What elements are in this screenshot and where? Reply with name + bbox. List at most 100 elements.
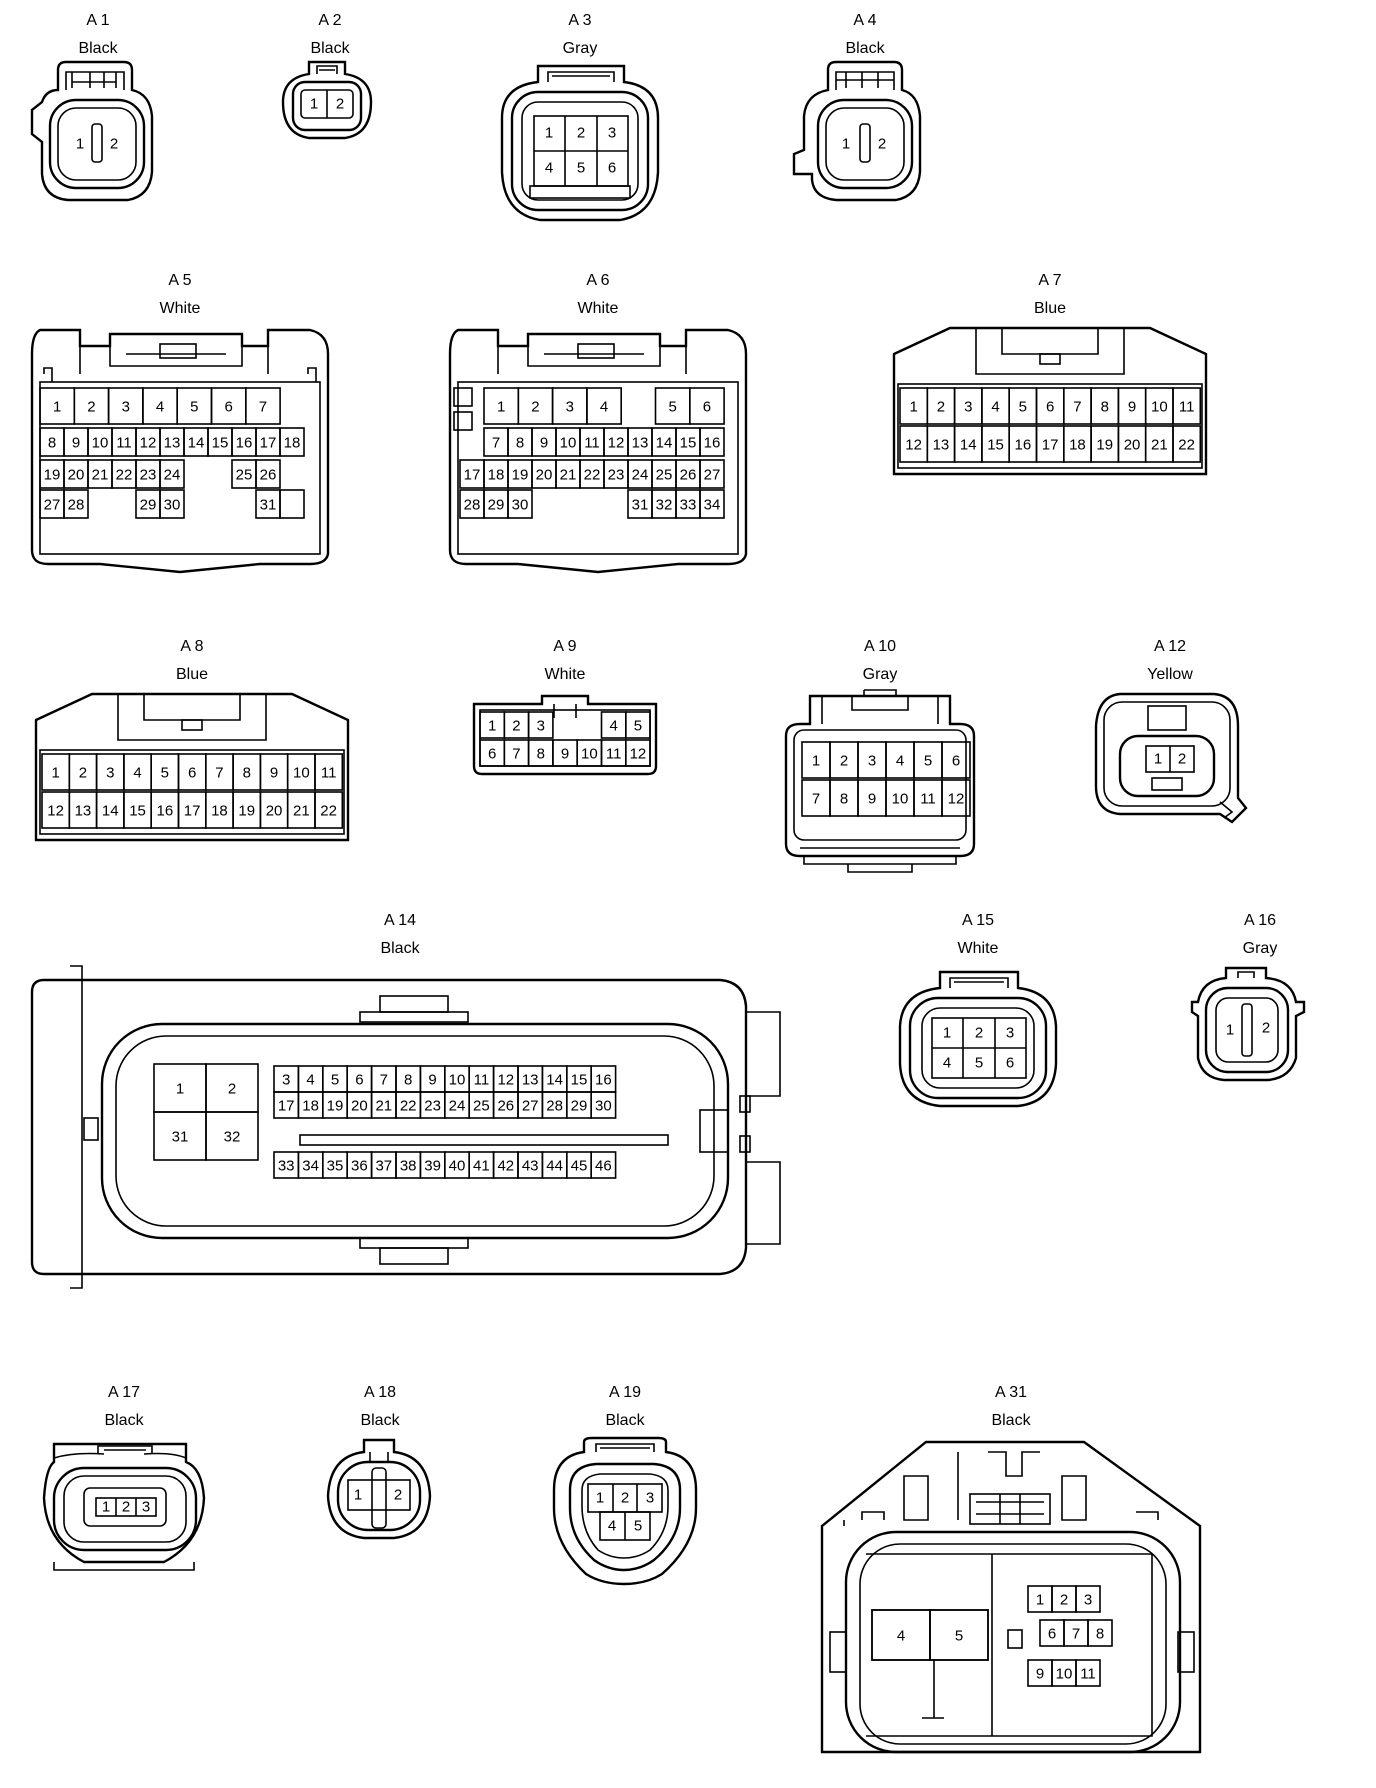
pin-22: 22 [579, 459, 605, 489]
svg-text:13: 13 [632, 435, 649, 452]
pin-27: 27 [39, 489, 65, 519]
connector-color: Black [360, 1412, 400, 1429]
connector-a19: A 19 Black 1 2 3 4 5 [550, 1384, 700, 1594]
svg-text:16: 16 [157, 803, 174, 820]
svg-text:13: 13 [164, 435, 181, 452]
pin-30: 30 [159, 489, 185, 519]
pin-12: 12 [492, 1065, 519, 1093]
svg-text:9: 9 [561, 746, 569, 763]
svg-text:39: 39 [424, 1158, 441, 1175]
svg-text:12: 12 [47, 803, 64, 820]
svg-text:15: 15 [129, 803, 146, 820]
connector-outline [784, 689, 976, 873]
pin-4: 4 [981, 387, 1011, 425]
svg-text:7: 7 [259, 399, 267, 416]
connector-color: Black [104, 1412, 144, 1429]
pin-3: 3 [1006, 1025, 1014, 1042]
pin-27: 27 [699, 459, 725, 489]
pin-labels: 1 2 [354, 1487, 402, 1504]
svg-text:32: 32 [224, 1129, 241, 1146]
pin-18: 18 [279, 427, 305, 457]
pin-labels: 1 2 3 [102, 1499, 150, 1516]
svg-text:13: 13 [75, 803, 92, 820]
svg-text:6: 6 [703, 399, 711, 416]
connector-outline [30, 328, 330, 574]
pin-11: 11 [1172, 387, 1202, 425]
pin-1: 1 [41, 753, 71, 791]
pin-5: 5 [913, 741, 943, 779]
svg-text:9: 9 [1036, 1666, 1044, 1683]
svg-text:17: 17 [260, 435, 277, 452]
pin-32: 32 [205, 1111, 259, 1161]
pin-29: 29 [135, 489, 161, 519]
svg-text:25: 25 [656, 467, 673, 484]
pin-2: 2 [68, 753, 98, 791]
connector-color: Blue [1033, 300, 1067, 317]
connector-id: A 12 [1153, 638, 1187, 655]
pin-24: 24 [159, 459, 185, 489]
pin-18: 18 [483, 459, 509, 489]
svg-text:34: 34 [302, 1158, 319, 1175]
pin-9: 9 [259, 753, 289, 791]
pin-8: 8 [829, 779, 859, 817]
pin-11: 11 [314, 753, 344, 791]
pin-1: 1 [1226, 1022, 1234, 1039]
pin-labels: 1 2 [1154, 751, 1186, 768]
svg-text:24: 24 [449, 1098, 466, 1115]
pin-24: 24 [627, 459, 653, 489]
connector-color: Black [991, 1412, 1031, 1429]
svg-text:9: 9 [1128, 399, 1136, 416]
pin-6: 6 [1035, 387, 1065, 425]
pin-24: 24 [443, 1091, 470, 1119]
pin-4: 4 [608, 1518, 616, 1535]
pin-1: 1 [899, 387, 929, 425]
pin-25: 25 [231, 459, 257, 489]
connector-outline [42, 1442, 206, 1571]
pin-29: 29 [483, 489, 509, 519]
svg-text:35: 35 [327, 1158, 344, 1175]
pin-16: 16 [150, 791, 180, 829]
connector-color: Black [310, 40, 350, 57]
svg-text:19: 19 [1096, 437, 1113, 454]
connector-outline [30, 965, 781, 1289]
svg-text:43: 43 [522, 1158, 539, 1175]
svg-text:4: 4 [306, 1072, 314, 1089]
pin-5: 5 [1008, 387, 1038, 425]
svg-text:5: 5 [668, 399, 676, 416]
pin-7: 7 [503, 739, 530, 767]
pin-20: 20 [1117, 425, 1147, 463]
svg-text:5: 5 [1019, 399, 1027, 416]
pin-2: 2 [577, 125, 585, 142]
pin-11: 11 [579, 427, 605, 457]
svg-text:19: 19 [238, 803, 255, 820]
pin-2: 2 [122, 1499, 130, 1516]
svg-text:27: 27 [44, 497, 61, 514]
svg-text:10: 10 [581, 746, 598, 763]
svg-text:6: 6 [952, 753, 960, 770]
pin-6: 6 [210, 387, 247, 425]
svg-text:4: 4 [133, 765, 141, 782]
svg-text:22: 22 [320, 803, 337, 820]
pin-6: 6 [689, 387, 725, 425]
pin-13: 13 [926, 425, 956, 463]
pin-28: 28 [63, 489, 89, 519]
pin-15: 15 [981, 425, 1011, 463]
pin-18: 18 [297, 1091, 324, 1119]
svg-text:16: 16 [704, 435, 721, 452]
svg-text:1: 1 [909, 399, 917, 416]
svg-text:22: 22 [584, 467, 601, 484]
pin-4: 4 [586, 387, 622, 425]
svg-text:44: 44 [546, 1158, 563, 1175]
svg-text:8: 8 [48, 435, 56, 452]
svg-text:14: 14 [546, 1072, 563, 1089]
svg-text:1: 1 [497, 399, 505, 416]
pin-7: 7 [205, 753, 234, 791]
svg-text:31: 31 [632, 497, 649, 514]
connector-a16: A 16 Gray 1 2 [1190, 912, 1330, 1102]
pin-15: 15 [565, 1065, 592, 1093]
pin-2: 2 [73, 387, 110, 425]
